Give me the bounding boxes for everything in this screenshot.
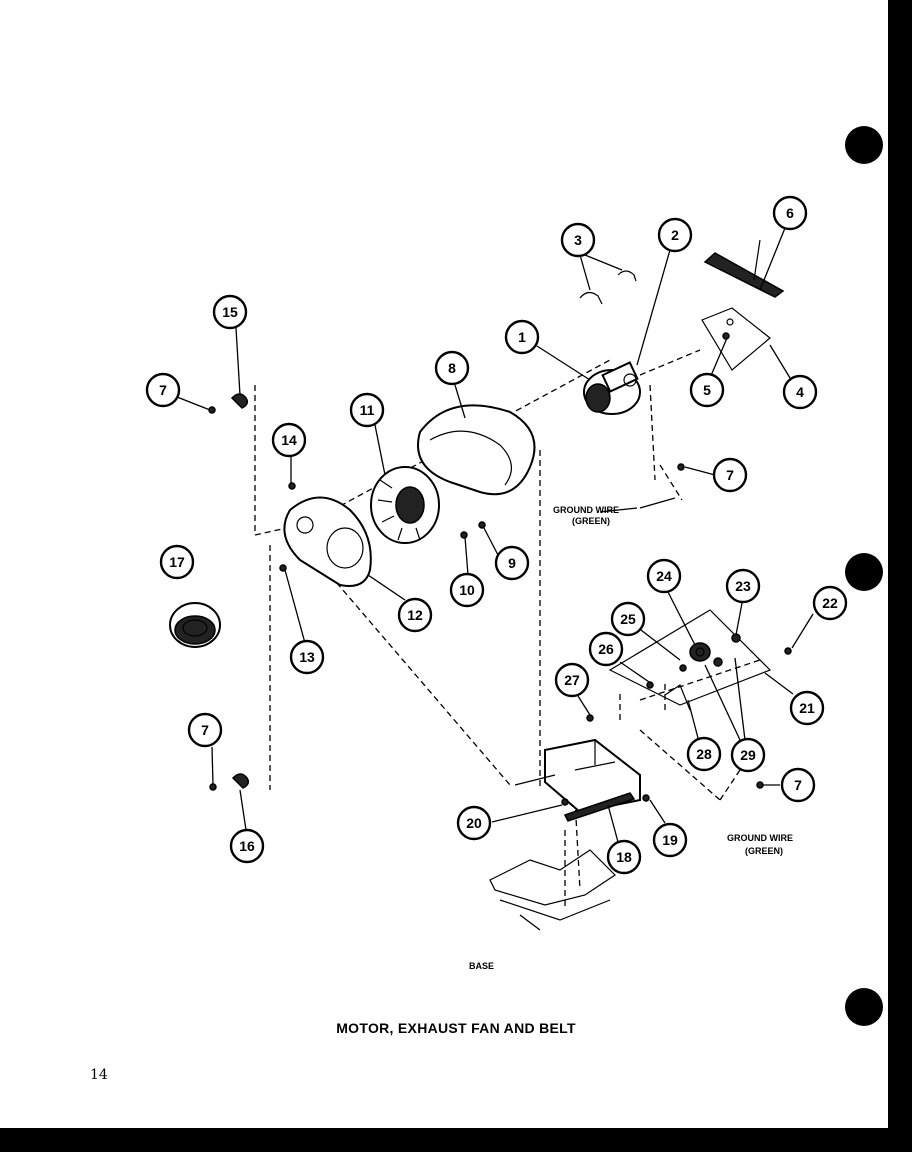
svg-text:14: 14 — [281, 432, 297, 448]
callout-5: 5 — [689, 372, 725, 408]
svg-text:GROUND WIRE: GROUND WIRE — [727, 833, 793, 843]
callout-25: 25 — [610, 601, 646, 637]
part-12-fan-plate — [283, 496, 372, 587]
svg-text:20: 20 — [466, 815, 482, 831]
diagram-title: MOTOR, EXHAUST FAN AND BELT — [336, 1020, 576, 1036]
svg-text:1: 1 — [518, 329, 526, 345]
callout-7a: 7 — [145, 372, 181, 408]
part-15-bracket — [230, 393, 249, 409]
part-16-bracket — [231, 773, 250, 789]
svg-text:21: 21 — [799, 700, 815, 716]
svg-text:7: 7 — [201, 722, 209, 738]
callout-23: 23 — [725, 568, 761, 604]
callout-12: 12 — [397, 597, 433, 633]
svg-text:9: 9 — [508, 555, 516, 571]
callout-18: 18 — [606, 839, 642, 875]
svg-text:28: 28 — [696, 746, 712, 762]
svg-text:17: 17 — [169, 554, 185, 570]
callout-26: 26 — [588, 631, 624, 667]
svg-text:24: 24 — [656, 568, 672, 584]
svg-text:5: 5 — [703, 382, 711, 398]
callout-11: 11 — [349, 392, 385, 428]
callout-7c: 7 — [187, 712, 223, 748]
ground-wire-note-lower: GROUND WIRE (GREEN) — [727, 833, 793, 856]
base-label: BASE — [469, 961, 494, 971]
callout-10: 10 — [449, 572, 485, 608]
callout-16: 16 — [229, 828, 265, 864]
part-6-belt — [703, 239, 785, 298]
svg-text:7: 7 — [726, 467, 734, 483]
part-21-idler-assembly — [608, 609, 772, 706]
scan-edge-right — [888, 0, 912, 1152]
svg-text:10: 10 — [459, 582, 475, 598]
part-18-motor-mount — [514, 738, 641, 822]
callout-22: 22 — [812, 585, 848, 621]
callout-14: 14 — [271, 422, 307, 458]
svg-text:8: 8 — [448, 360, 456, 376]
callouts: 1 2 3 4 5 6 7 7 7 7 8 9 10 11 12 13 14 1… — [145, 195, 848, 875]
svg-text:4: 4 — [796, 384, 804, 400]
base-outline — [489, 849, 616, 921]
svg-text:22: 22 — [822, 595, 838, 611]
scan-edge-bottom — [0, 1128, 912, 1152]
callout-29: 29 — [730, 737, 766, 773]
callout-6: 6 — [772, 195, 808, 231]
callout-8: 8 — [434, 350, 470, 386]
svg-text:GROUND WIRE: GROUND WIRE — [553, 505, 619, 515]
svg-text:19: 19 — [662, 832, 678, 848]
svg-text:16: 16 — [239, 838, 255, 854]
svg-text:11: 11 — [360, 402, 375, 418]
svg-text:15: 15 — [222, 304, 238, 320]
part-11-fan-wheel — [370, 466, 440, 544]
part-8-blower-housing — [417, 404, 536, 496]
binder-hole-middle — [845, 553, 883, 591]
svg-text:27: 27 — [564, 672, 580, 688]
callout-28: 28 — [686, 736, 722, 772]
binder-hole-top — [845, 126, 883, 164]
part-3-clips — [579, 270, 637, 305]
svg-text:7: 7 — [794, 777, 802, 793]
leader-lines — [176, 227, 814, 931]
callout-3: 3 — [560, 222, 596, 258]
callout-9: 9 — [494, 545, 530, 581]
callout-1: 1 — [504, 319, 540, 355]
callout-15: 15 — [212, 294, 248, 330]
part-4-bracket — [701, 307, 771, 371]
part-17-seal — [169, 602, 221, 648]
callout-2: 2 — [657, 217, 693, 253]
part-28-spring — [664, 684, 691, 711]
svg-text:29: 29 — [740, 747, 756, 763]
svg-text:12: 12 — [407, 607, 423, 623]
ground-wire-note-upper: GROUND WIRE (GREEN) — [553, 505, 619, 526]
svg-text:2: 2 — [671, 227, 679, 243]
callout-4: 4 — [782, 374, 818, 410]
callout-7d: 7 — [780, 767, 816, 803]
callout-17: 17 — [159, 544, 195, 580]
page-number: 14 — [90, 1067, 108, 1083]
callout-24: 24 — [646, 558, 682, 594]
svg-text:3: 3 — [574, 232, 582, 248]
svg-text:26: 26 — [598, 641, 614, 657]
callout-13: 13 — [289, 639, 325, 675]
svg-text:13: 13 — [299, 649, 315, 665]
binder-hole-bottom — [845, 988, 883, 1026]
svg-text:23: 23 — [735, 578, 751, 594]
svg-text:18: 18 — [616, 849, 632, 865]
svg-text:25: 25 — [620, 611, 636, 627]
part-1-motor — [583, 361, 641, 415]
callout-21: 21 — [789, 690, 825, 726]
callout-27: 27 — [554, 662, 590, 698]
svg-text:7: 7 — [159, 382, 167, 398]
svg-text:6: 6 — [786, 205, 794, 221]
svg-text:(GREEN): (GREEN) — [745, 846, 783, 856]
svg-text:(GREEN): (GREEN) — [572, 516, 610, 526]
callout-20: 20 — [456, 805, 492, 841]
callout-19: 19 — [652, 822, 688, 858]
callout-7b: 7 — [712, 457, 748, 493]
